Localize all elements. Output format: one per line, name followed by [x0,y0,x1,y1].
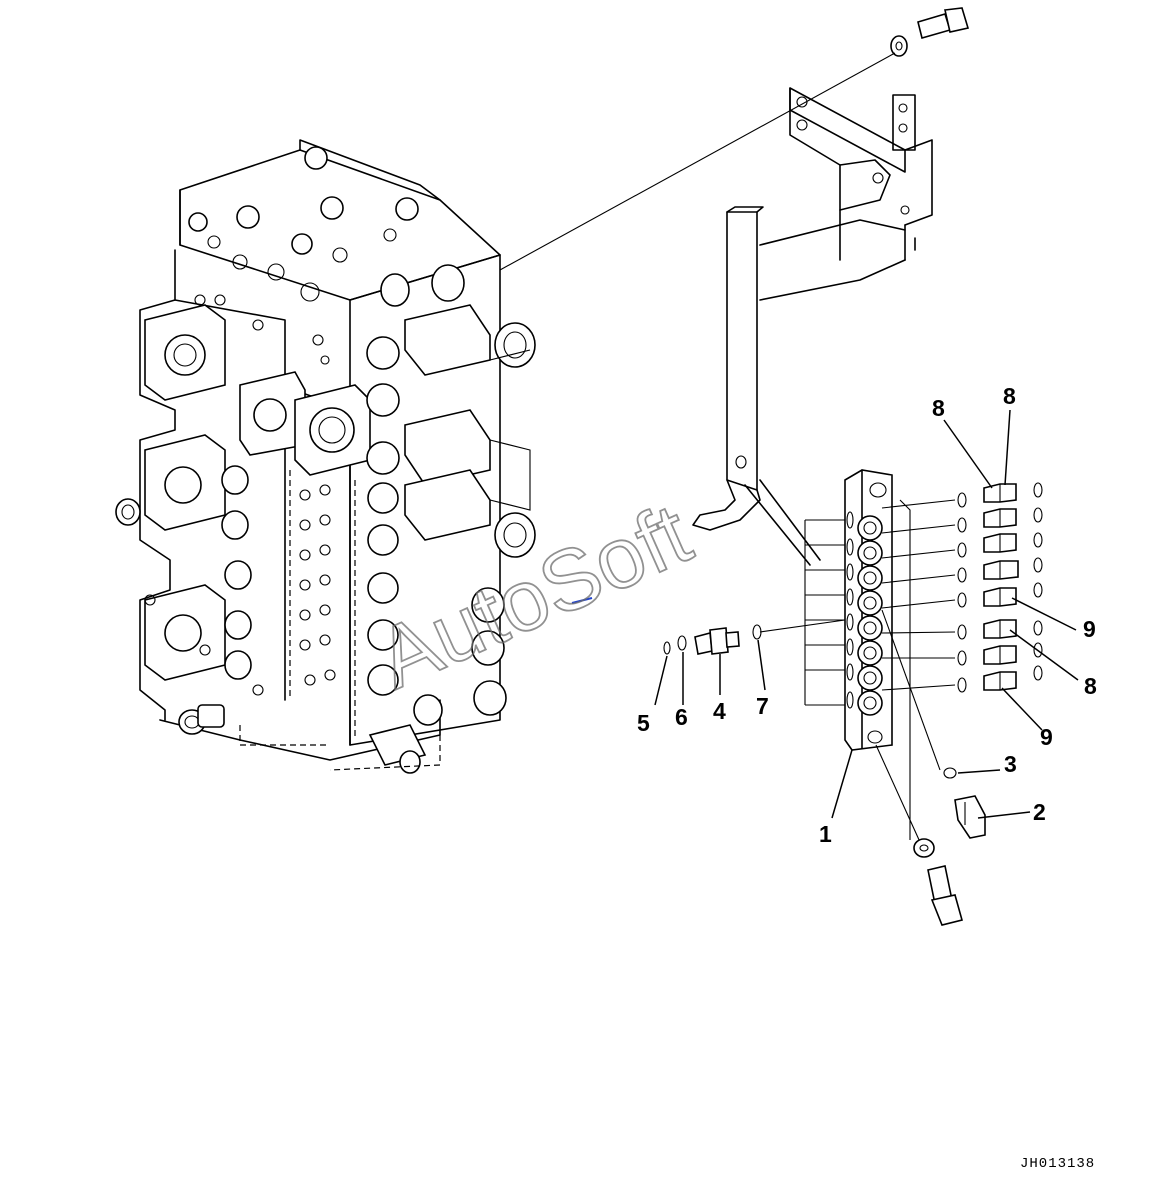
drawing-code: JH013138 [1020,1156,1095,1172]
callout-1: 1 [819,821,832,847]
callout-3: 3 [1004,751,1017,777]
callout-5: 5 [637,710,650,736]
callout-9-upper: 9 [1083,616,1096,642]
small-parts-row [663,624,762,655]
upper-bolt-and-washer [499,7,970,271]
callout-8-lower: 8 [1084,673,1097,699]
callout-leaders [654,409,1079,819]
callout-8-upper-left: 8 [932,395,945,421]
callout-8-upper-right: 8 [1003,383,1016,409]
callout-2: 2 [1033,799,1046,825]
control-valve-assembly [115,139,593,774]
callout-labels: 1 2 3 4 5 6 7 8 8 8 9 9 [637,383,1097,847]
callout-6: 6 [675,704,688,730]
callout-4: 4 [713,698,726,724]
fittings-and-orings [913,482,1043,926]
mounting-bracket [692,87,933,566]
callout-7: 7 [756,693,769,719]
callout-9-lower: 9 [1040,724,1053,750]
manifold-block [759,469,956,843]
